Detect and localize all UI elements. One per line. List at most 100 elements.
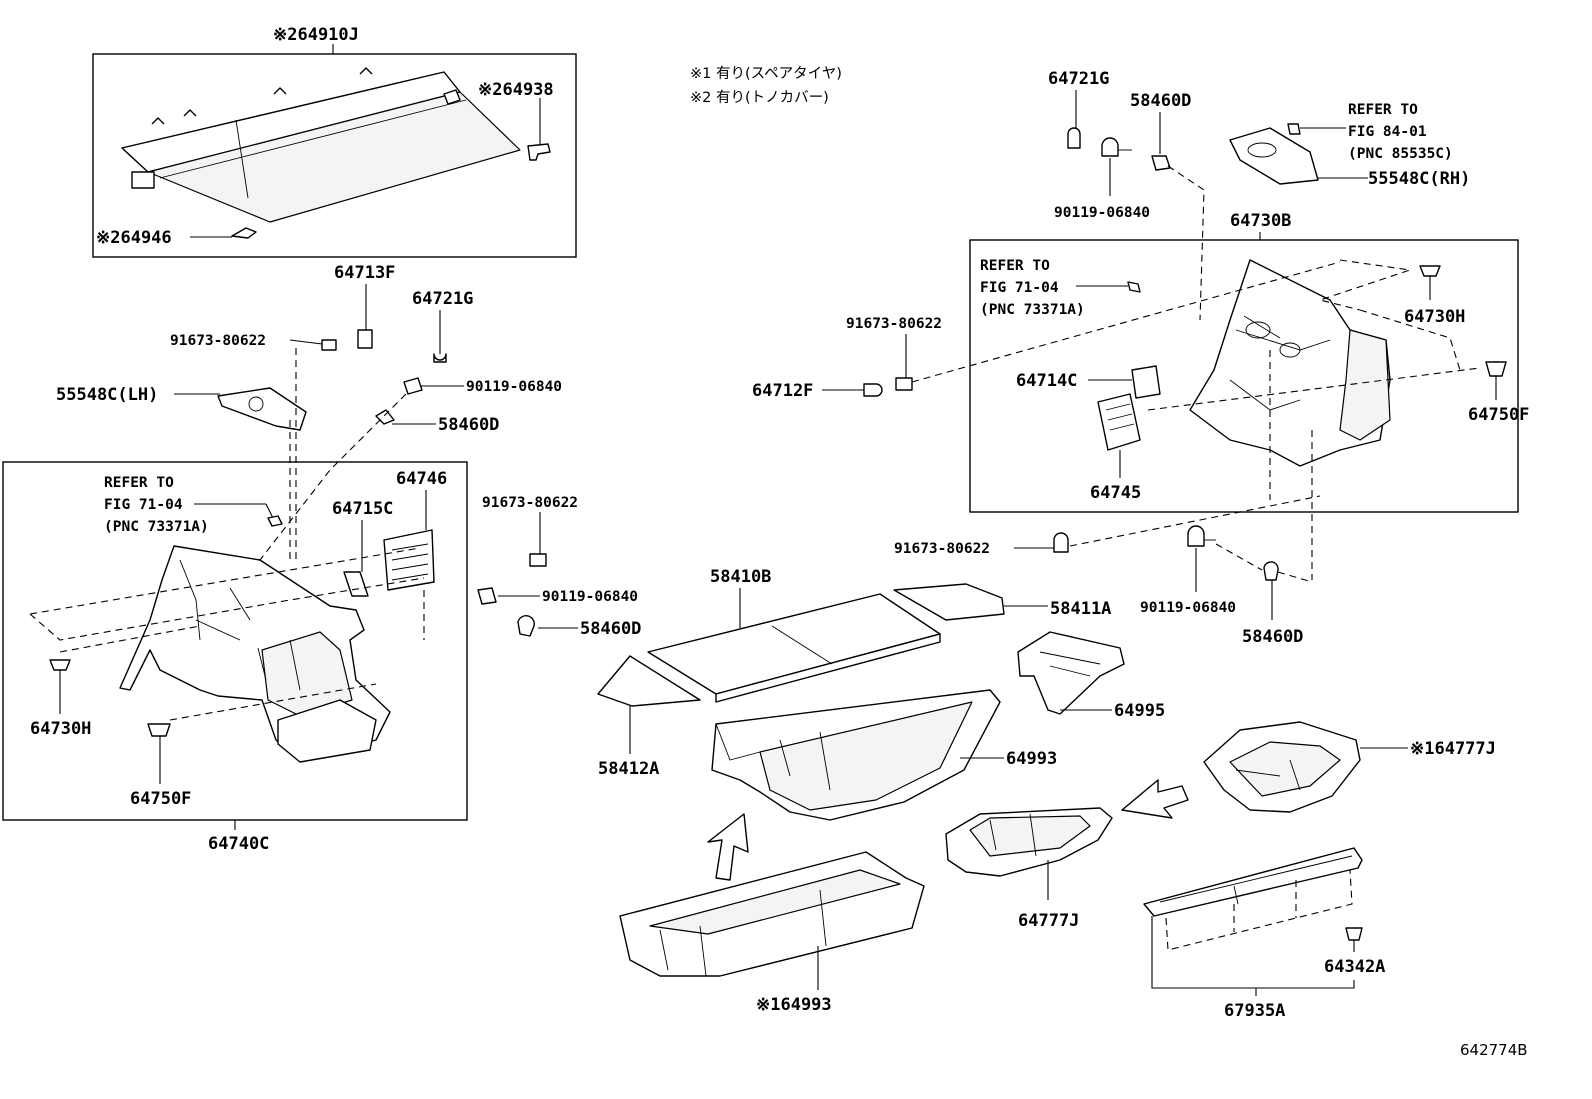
label-58460D-c[interactable]: 58460D [1130, 91, 1191, 111]
label-64721G-right[interactable]: 64721G [1048, 69, 1109, 89]
label-58411A[interactable]: 58411A [1050, 599, 1111, 619]
part-64715C[interactable] [343, 571, 369, 597]
label-64713F[interactable]: 64713F [334, 263, 395, 283]
part-64730H-right[interactable] [1419, 265, 1441, 277]
top-right-fasteners: 64721G 58460D 90119-06840 REFER TO FIG 8… [1048, 69, 1470, 321]
part-64740C[interactable] [119, 545, 391, 763]
label-64777J-spare[interactable]: ※164777J [1410, 739, 1496, 759]
label-90119-06840-b[interactable]: 90119-06840 [542, 589, 638, 605]
center-floor-parts: 58410B 58411A 58412A 64993 64995 [597, 567, 1165, 1015]
note-1: ※1 有り(スペアタイヤ) [690, 65, 842, 82]
part-58412A[interactable] [597, 655, 701, 707]
label-90119-06840-d[interactable]: 90119-06840 [1140, 600, 1236, 616]
part-64746[interactable] [383, 529, 435, 591]
right-quarter-trim-group: 64730B REFER TO FIG 71-04 (PNC 73371A) 9… [752, 211, 1529, 580]
label-64730H-left[interactable]: 64730H [30, 719, 91, 739]
label-91673-80622-c[interactable]: 91673-80622 [846, 316, 942, 332]
part-55548C-RH[interactable] [1229, 127, 1319, 185]
label-64995[interactable]: 64995 [1114, 701, 1165, 721]
part-58460D-b[interactable] [517, 615, 535, 637]
ref-right-71-2: FIG 71-04 [980, 280, 1059, 296]
part-64777J-spare[interactable] [1203, 721, 1361, 813]
part-64946[interactable] [231, 227, 257, 239]
label-90119-06840-c[interactable]: 90119-06840 [1054, 205, 1150, 221]
part-64730H-left[interactable] [49, 659, 71, 671]
part-67935A[interactable] [1143, 847, 1363, 917]
part-64745[interactable] [1097, 393, 1141, 451]
label-64993-spare[interactable]: ※164993 [756, 995, 832, 1015]
part-90119-06840-d[interactable] [1187, 525, 1205, 547]
label-64342A[interactable]: 64342A [1324, 957, 1385, 977]
part-64993[interactable] [711, 689, 1001, 821]
part-91673-80622-d[interactable] [1053, 532, 1069, 553]
right-trim-frame [969, 239, 1519, 513]
label-64712F[interactable]: 64712F [752, 381, 813, 401]
part-64712F[interactable] [863, 383, 883, 397]
ref-right-71-1: REFER TO [980, 258, 1050, 274]
label-64750F-right[interactable]: 64750F [1468, 405, 1529, 425]
right-lower-parts: ※164777J 64777J 64342A 67935A [945, 721, 1496, 1021]
label-91673-80622-a[interactable]: 91673-80622 [170, 333, 266, 349]
label-67935A[interactable]: 67935A [1224, 1001, 1285, 1021]
part-64714C[interactable] [1131, 365, 1161, 399]
arrow-left-icon [1121, 779, 1189, 819]
part-64938[interactable] [527, 143, 551, 161]
label-64745[interactable]: 64745 [1090, 483, 1141, 503]
part-91673-80622-a[interactable] [321, 339, 337, 351]
label-91673-80622-d[interactable]: 91673-80622 [894, 541, 990, 557]
label-58412A[interactable]: 58412A [598, 759, 659, 779]
part-58411A[interactable] [893, 583, 1005, 621]
label-64740C[interactable]: 64740C [208, 834, 269, 854]
ref-right-84-2: FIG 84-01 [1348, 124, 1427, 140]
part-64750F-right[interactable] [1485, 361, 1507, 377]
part-64995[interactable] [1017, 631, 1125, 715]
label-55548C-RH[interactable]: 55548C(RH) [1368, 169, 1470, 189]
part-91673-80622-b[interactable] [529, 553, 547, 567]
part-91673-80622-c[interactable] [895, 377, 913, 391]
label-58460D-a[interactable]: 58460D [438, 415, 499, 435]
part-64342A[interactable] [1345, 927, 1363, 941]
label-91673-80622-b[interactable]: 91673-80622 [482, 495, 578, 511]
part-58460D-c[interactable] [1151, 155, 1171, 171]
label-64721G-left[interactable]: 64721G [412, 289, 473, 309]
part-55548C-LH[interactable] [217, 387, 307, 431]
label-64730H-right[interactable]: 64730H [1404, 307, 1465, 327]
part-58410B[interactable] [647, 593, 941, 703]
label-64938[interactable]: ※264938 [478, 80, 554, 100]
part-64713F[interactable] [357, 329, 373, 349]
part-58460D-d[interactable] [1263, 561, 1279, 581]
center-left-fasteners: 91673-80622 90119-06840 58460D [477, 495, 641, 639]
label-64730B[interactable]: 64730B [1230, 211, 1291, 231]
figure-id: 642774B [1460, 1041, 1528, 1059]
notes: ※1 有り(スペアタイヤ) ※2 有り(トノカバー) [690, 65, 842, 106]
ref-right-84-1: REFER TO [1348, 102, 1418, 118]
tonneau-cover-part[interactable] [121, 67, 521, 223]
label-64715C[interactable]: 64715C [332, 499, 393, 519]
label-64946[interactable]: ※264946 [96, 228, 172, 248]
arrow-up-icon [707, 813, 749, 881]
part-64721G-right[interactable] [1067, 127, 1081, 149]
part-64721G-left[interactable] [433, 353, 447, 363]
part-64750F-left[interactable] [147, 723, 171, 737]
label-64910J[interactable]: ※264910J [273, 25, 359, 45]
part-64730B[interactable] [1189, 259, 1391, 467]
ref-left-2: FIG 71-04 [104, 497, 183, 513]
label-64777J[interactable]: 64777J [1018, 911, 1079, 931]
part-90119-06840-c[interactable] [1101, 137, 1119, 157]
label-64746[interactable]: 64746 [396, 469, 447, 489]
label-90119-06840-a[interactable]: 90119-06840 [466, 379, 562, 395]
label-55548C-LH[interactable]: 55548C(LH) [56, 385, 158, 405]
part-58460D-a[interactable] [375, 409, 395, 425]
label-58460D-d[interactable]: 58460D [1242, 627, 1303, 647]
label-64714C[interactable]: 64714C [1016, 371, 1077, 391]
label-64993[interactable]: 64993 [1006, 749, 1057, 769]
part-90119-06840-a[interactable] [403, 377, 423, 395]
part-64993-spare[interactable] [619, 851, 925, 977]
tonneau-cover-group: ※264910J ※264938 ※264946 [92, 25, 577, 258]
label-58410B[interactable]: 58410B [710, 567, 771, 587]
label-58460D-b[interactable]: 58460D [580, 619, 641, 639]
part-90119-06840-b[interactable] [477, 587, 497, 605]
label-64750F-left[interactable]: 64750F [130, 789, 191, 809]
part-64777J[interactable] [945, 807, 1113, 877]
